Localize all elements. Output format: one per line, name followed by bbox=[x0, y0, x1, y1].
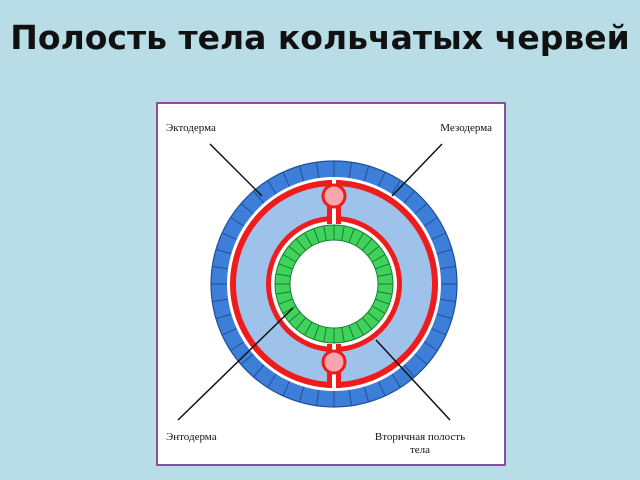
ectoderm-cell-border bbox=[316, 389, 320, 406]
ectoderm-cell-border bbox=[414, 203, 428, 215]
endoderm-cell-border bbox=[348, 228, 355, 243]
ectoderm-cell-border bbox=[403, 190, 415, 204]
endoderm-cell-border bbox=[288, 311, 301, 323]
ectoderm-cell-border bbox=[377, 381, 386, 397]
endoderm-cell-border bbox=[275, 291, 291, 295]
endoderm-cell-border bbox=[375, 263, 390, 270]
label-coelom-line1: Вторичная полость bbox=[375, 431, 465, 443]
dorsal-mesentery-node bbox=[321, 183, 347, 209]
ectoderm-cell-border bbox=[391, 180, 401, 195]
cross-section-diagram: Эктодерма Мезодерма Энтодерма Вторичная … bbox=[166, 122, 492, 456]
ectoderm-cell-border bbox=[363, 165, 370, 182]
ectoderm-cell-border bbox=[348, 162, 352, 179]
ectoderm-cell-border bbox=[436, 313, 453, 320]
ectoderm-cell-border bbox=[423, 217, 438, 227]
endoderm-cell-border bbox=[377, 291, 393, 295]
endoderm-cell-border bbox=[371, 254, 386, 263]
endoderm-cell-border bbox=[355, 321, 364, 336]
ectoderm-cell-border bbox=[253, 190, 265, 204]
ectoderm-cell-border bbox=[230, 217, 245, 227]
ectoderm-cell-border bbox=[298, 386, 305, 403]
ectoderm-cell-border bbox=[282, 171, 291, 187]
endoderm-cell-border bbox=[282, 254, 297, 263]
ectoderm-cell-border bbox=[423, 341, 438, 351]
label-endoderm: Энтодерма bbox=[166, 431, 217, 443]
endoderm-cell-border bbox=[275, 273, 291, 277]
ectoderm-cell-border bbox=[240, 203, 254, 215]
ectoderm-cells bbox=[211, 161, 457, 407]
label-mesoderm: Мезодерма bbox=[440, 122, 492, 134]
ectoderm-cell-border bbox=[221, 232, 237, 241]
endoderm-cell-border bbox=[304, 321, 313, 336]
ectoderm-cell-border bbox=[316, 162, 320, 179]
endoderm-cell-border bbox=[377, 273, 393, 277]
ectoderm-cell-border bbox=[431, 327, 447, 336]
endoderm-cell-border bbox=[313, 228, 320, 243]
ectoderm-cell-border bbox=[348, 389, 352, 406]
ectoderm-cell-border bbox=[439, 266, 456, 270]
ectoderm-cell-border bbox=[240, 353, 254, 365]
endoderm-cell-border bbox=[288, 245, 301, 257]
ectoderm-cell-border bbox=[436, 248, 453, 255]
ectoderm-cell-border bbox=[215, 248, 232, 255]
ectoderm-cell-border bbox=[221, 327, 237, 336]
ectoderm-cell-border bbox=[282, 381, 291, 397]
label-ectoderm: Эктодерма bbox=[166, 122, 216, 134]
ectoderm-cell-border bbox=[298, 165, 305, 182]
gut-lumen bbox=[289, 239, 379, 329]
endoderm-cell-border bbox=[341, 225, 345, 241]
endoderm-cell-border bbox=[282, 305, 297, 314]
ectoderm-cell-border bbox=[439, 298, 456, 302]
endoderm-cell-border bbox=[361, 238, 373, 251]
endoderm-cell-border bbox=[278, 263, 293, 270]
endoderm-cell-border bbox=[323, 327, 327, 343]
endoderm-pointer bbox=[177, 307, 294, 421]
ectoderm-cell-border bbox=[267, 180, 277, 195]
ectoderm-cell-border bbox=[215, 313, 232, 320]
endoderm-cell-border bbox=[304, 232, 313, 247]
ventral-mesentery-node bbox=[321, 349, 347, 375]
ectoderm-cell-border bbox=[212, 266, 229, 270]
ectoderm-cell-border bbox=[431, 232, 447, 241]
endoderm-cells bbox=[275, 225, 393, 343]
endoderm-cell-border bbox=[367, 311, 380, 323]
ectoderm-cell-border bbox=[414, 353, 428, 365]
slide-title: Полость тела кольчатых червей bbox=[10, 18, 630, 57]
coelom-pointer bbox=[375, 339, 451, 421]
ectoderm-pointer bbox=[209, 143, 263, 197]
ectoderm-cell-border bbox=[403, 364, 415, 378]
ectoderm-cell-border bbox=[253, 364, 265, 378]
cross-section-figure: Эктодерма Мезодерма Энтодерма Вторичная … bbox=[156, 102, 506, 466]
ectoderm-cell-border bbox=[267, 373, 277, 388]
endoderm-cell-border bbox=[355, 232, 364, 247]
endoderm-cell-border bbox=[341, 327, 345, 343]
endoderm-cell-border bbox=[323, 225, 327, 241]
endoderm-cell-border bbox=[371, 305, 386, 314]
ectoderm-cell-border bbox=[377, 171, 386, 187]
endoderm-cell-border bbox=[278, 298, 293, 305]
endoderm-cell-border bbox=[295, 238, 307, 251]
ectoderm-cell-border bbox=[391, 373, 401, 388]
endoderm-cell-border bbox=[313, 325, 320, 340]
ectoderm-cell-border bbox=[212, 298, 229, 302]
endoderm-cell-border bbox=[367, 245, 380, 257]
endoderm-cell-border bbox=[295, 317, 307, 330]
endoderm-cell-border bbox=[375, 298, 390, 305]
ectoderm-cell-border bbox=[363, 386, 370, 403]
mesoderm-pointer bbox=[391, 143, 443, 197]
label-coelom-line2: тела bbox=[410, 444, 430, 456]
endoderm-cell-border bbox=[361, 317, 373, 330]
ectoderm-cell-border bbox=[230, 341, 245, 351]
endoderm-cell-border bbox=[348, 325, 355, 340]
